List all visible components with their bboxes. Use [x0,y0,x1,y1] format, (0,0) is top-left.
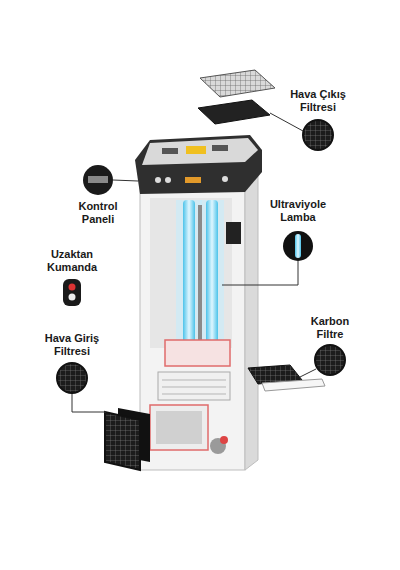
leader-lines [72,113,316,412]
remote-button [69,284,76,291]
purifier-body [135,135,262,470]
outlet-mesh [200,70,275,97]
callout-icons [57,120,345,393]
carbon-rail [262,379,325,391]
key [212,145,228,151]
uv-glow [200,200,224,345]
leader-line [113,180,138,181]
button [222,176,228,182]
louvers [162,380,226,394]
body-side [245,160,258,470]
remote-control [63,279,81,306]
uv-tube [183,200,195,350]
part-label: Ultraviyole Lamba [265,198,331,224]
remote-button [69,294,76,301]
top-surface [142,138,258,165]
motor-inner [156,411,202,444]
part-label: Uzaktan Kumanda [39,248,105,274]
fan-housing [158,372,230,400]
icon-inlet-filter [57,363,87,393]
display [186,146,206,154]
carbon-filter [248,365,325,391]
leader-line [270,113,303,131]
indicator [185,177,201,183]
part-label: Hava Çıkış Filtresi [285,88,351,114]
body-front [140,170,245,470]
top-cap [135,135,262,194]
leader-line [72,393,106,412]
button [155,177,161,183]
inlet-mesh [105,412,140,470]
icon-uv-tube [295,234,301,258]
uv-tube [206,200,218,345]
part-label: Kontrol Paneli [65,200,131,226]
uv-glow [176,200,202,350]
icon-uv-lamp [283,231,313,261]
lamp-base [165,340,230,366]
icon-carbon-filter [315,345,345,375]
icon-outlet-filter [303,120,333,150]
icon-panel-detail [88,176,108,183]
lamp-rod [198,205,202,345]
part-label: Karbon Filtre [297,315,363,341]
motor-cap [220,436,228,444]
leader-line [300,369,316,377]
button [165,177,171,183]
inlet-filters [105,408,150,470]
outlet-filter-pad [198,100,270,124]
leader-line [222,261,298,285]
icon-control-panel [83,165,113,195]
outlet-filters [198,70,275,124]
ballast [226,222,241,244]
key [162,148,178,154]
motor-box [150,405,208,450]
part-label: Hava Giriş Filtresi [39,332,105,358]
